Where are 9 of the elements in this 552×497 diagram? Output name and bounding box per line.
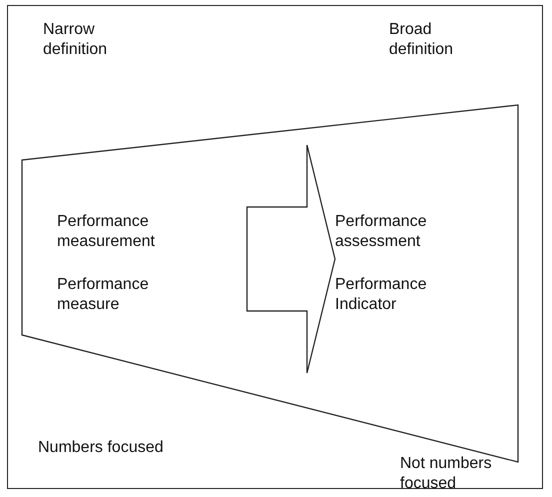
term-text: Performance assessment: [335, 212, 428, 252]
term-text: Performance measure: [57, 275, 150, 315]
block-arrow: [246, 144, 336, 374]
note-text: Broad definition: [389, 20, 454, 60]
note-text: Narrow definition: [43, 20, 108, 60]
term-text: Performance Indicator: [335, 275, 428, 315]
note-text: Not numbers focused: [400, 454, 493, 494]
note-text: Numbers focused: [38, 438, 164, 458]
term-text: Performance measurement: [57, 212, 156, 252]
